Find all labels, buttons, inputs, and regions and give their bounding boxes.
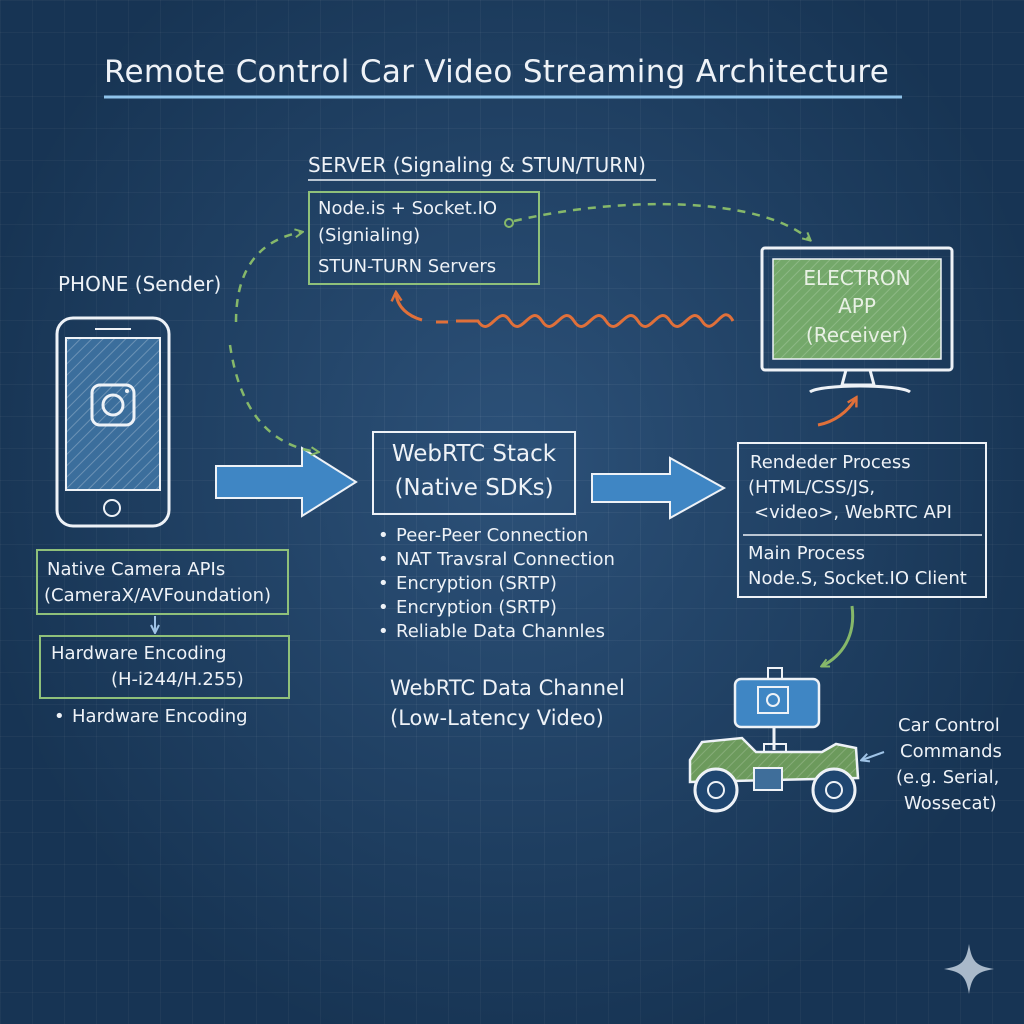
sparkle-icon bbox=[944, 944, 994, 994]
webrtc-to-electron-arrow bbox=[591, 456, 727, 520]
encoding-line-1: Hardware Encoding bbox=[51, 643, 227, 664]
webrtc-stack-box bbox=[372, 431, 576, 515]
encoding-bullet: •Hardware Encoding bbox=[54, 706, 248, 727]
signaling-path-server-to-electron bbox=[513, 202, 810, 240]
orange-signal-electron-to-server bbox=[456, 313, 735, 328]
data-channel-line-2: (Low-Latency Video) bbox=[390, 706, 604, 730]
webrtc-feature-item: Encryption (SRTP) bbox=[378, 596, 615, 620]
server-box bbox=[308, 191, 540, 285]
webrtc-features-list: Peer-Peer Connection NAT Travsral Connec… bbox=[378, 524, 615, 644]
phone-to-webrtc-arrow bbox=[215, 446, 358, 518]
car-commands-line-2: Commands bbox=[900, 741, 1002, 762]
webrtc-stack-line-1: WebRTC Stack bbox=[391, 441, 557, 467]
camera-icon bbox=[90, 383, 136, 427]
encoding-box bbox=[39, 635, 290, 699]
renderer-process-tech: (HTML/CSS/JS, bbox=[748, 477, 876, 498]
phone-heading: PHONE (Sender) bbox=[58, 272, 222, 296]
electron-monitor bbox=[760, 246, 954, 394]
camera-api-line-1: Native Camera APIs bbox=[47, 559, 226, 580]
main-process-title: Main Process bbox=[748, 543, 865, 564]
orange-arrow-renderer-to-electron bbox=[817, 398, 856, 427]
webrtc-feature-item: Reliable Data Channles bbox=[378, 620, 615, 644]
signaling-path-phone-to-webrtc bbox=[228, 344, 318, 452]
server-line-stun-turn: STUN-TURN Servers bbox=[318, 256, 497, 277]
renderer-box bbox=[737, 442, 987, 598]
camera-api-box bbox=[36, 549, 289, 615]
server-heading: SERVER (Signaling & STUN/TURN) bbox=[308, 153, 646, 177]
renderer-process-title: Rendeder Process bbox=[750, 452, 911, 473]
renderer-to-car-arrow bbox=[822, 605, 855, 666]
webrtc-feature-item: NAT Travsral Connection bbox=[378, 548, 615, 572]
phone-device bbox=[55, 316, 171, 528]
rc-car-illustration bbox=[688, 667, 860, 813]
car-commands-line-1: Car Control bbox=[898, 715, 1000, 736]
server-line-nodejs: Node.is + Socket.IO bbox=[318, 198, 498, 219]
orange-signal-arrowhead-path bbox=[396, 293, 423, 322]
encoding-bullet-text: Hardware Encoding bbox=[72, 706, 248, 727]
electron-line-2: APP bbox=[838, 294, 876, 318]
webrtc-feature-item: Peer-Peer Connection bbox=[378, 524, 615, 548]
signaling-path-phone-to-server bbox=[234, 232, 302, 323]
car-commands-line-3: (e.g. Serial, bbox=[896, 767, 1000, 788]
diagram-title: Remote Control Car Video Streaming Archi… bbox=[104, 54, 890, 90]
signaling-node-dot bbox=[504, 218, 514, 228]
data-channel-line-1: WebRTC Data Channel bbox=[390, 676, 625, 700]
webrtc-stack-line-2: (Native SDKs) bbox=[394, 475, 554, 501]
car-control-arrow bbox=[862, 751, 885, 760]
car-commands-line-4: Wossecat) bbox=[904, 793, 997, 814]
electron-line-3: (Receiver) bbox=[805, 323, 909, 347]
camera-api-line-2: (CameraX/AVFoundation) bbox=[44, 585, 272, 606]
server-line-signaling: (Signialing) bbox=[318, 225, 421, 246]
encoding-line-2: (H-i244/H.255) bbox=[111, 669, 244, 690]
main-process-tech: Node.S, Socket.IO Client bbox=[748, 568, 967, 589]
electron-line-1: ELECTRON bbox=[803, 266, 911, 290]
webrtc-feature-item: Encryption (SRTP) bbox=[378, 572, 615, 596]
renderer-process-apis: <video>, WebRTC API bbox=[754, 502, 952, 523]
